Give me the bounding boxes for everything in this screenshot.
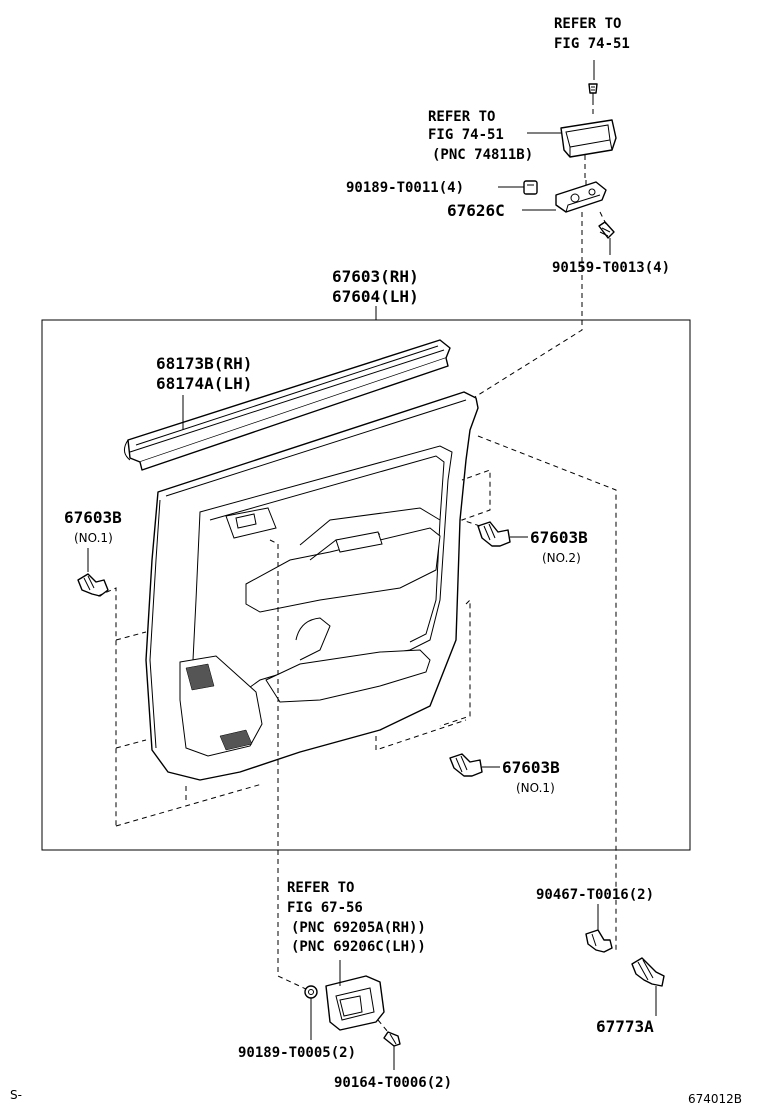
screw-90164-t0006-icon [383,1031,401,1047]
top-screw-icon [588,83,598,100]
part-67603b-right: 67603B [530,528,588,547]
part-67603b-left: 67603B [64,508,122,527]
part-67603-rh: 67603(RH) [332,267,419,286]
part-90467-t0016: 90467-T0016(2) [536,887,654,903]
weatherstrip-icon [124,339,451,471]
part-90189-t0011: 90189-T0011(4) [346,180,464,196]
nut-90189-t0011-icon [523,180,538,195]
refer-bot-line3: (PNC 69205A(RH)) [291,920,426,936]
part-68173b-rh: 68173B(RH) [156,354,252,373]
clip-67603b-bottom-icon [449,753,483,777]
refer-top-line2: FIG 74-51 [554,36,630,52]
refer-mid-line2: FIG 74-51 [428,127,504,143]
part-67773a: 67773A [596,1017,654,1036]
panel-frame [41,319,691,851]
clip-67603b-right-icon [477,521,511,547]
part-90189-t0005: 90189-T0005(2) [238,1045,356,1061]
clip-90467-t0016-icon [585,929,613,953]
handle-bezel-icon [325,975,385,1031]
part-67626c: 67626C [447,201,505,220]
clip-67773a-icon [631,957,665,987]
nut-90189-t0005-icon [304,985,318,999]
refer-mid-line3: (PNC 74811B) [432,147,533,163]
refer-top-line1: REFER TO [554,16,621,32]
speaker-grille-lower-icon [219,729,253,751]
figure-number: 674012B [688,1092,742,1106]
bracket-67626c-icon [555,181,607,213]
part-67603b-bottom-no: (NO.1) [516,781,555,795]
corner-code-left: S- [10,1088,22,1102]
refer-bot-line1: REFER TO [287,880,354,896]
clip-67603b-left-icon [77,573,109,597]
refer-mid-line1: REFER TO [428,109,495,125]
speaker-grille-upper-icon [185,663,215,691]
clip-location-dashes [97,435,617,991]
part-67603b-right-no: (NO.2) [542,551,581,565]
part-90164-t0006: 90164-T0006(2) [334,1075,452,1091]
pocket-bracket-icon [560,119,617,158]
refer-bot-line2: FIG 67-56 [287,900,363,916]
part-68174a-lh: 68174A(LH) [156,374,252,393]
part-90159-t0013: 90159-T0013(4) [552,260,670,276]
refer-bot-line4: (PNC 69206C(LH)) [291,939,426,955]
part-67603b-bottom: 67603B [502,758,560,777]
screw-90159-t0013-icon [598,221,615,239]
part-67604-lh: 67604(LH) [332,287,419,306]
part-67603b-left-no: (NO.1) [74,531,113,545]
